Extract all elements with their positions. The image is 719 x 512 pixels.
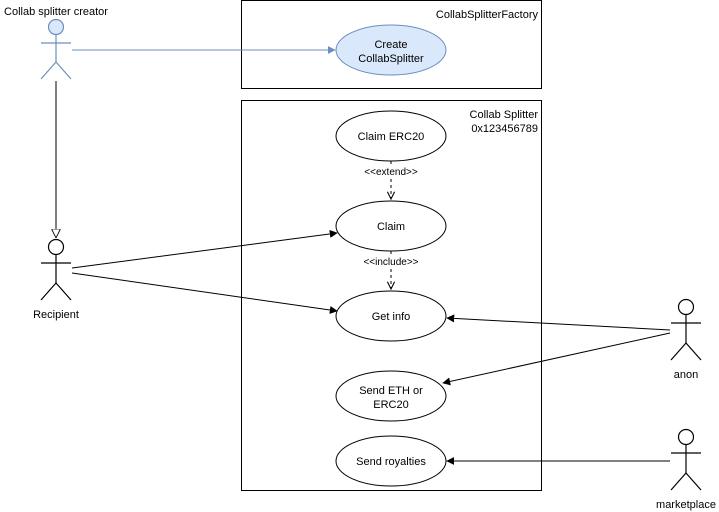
factory-boundary-label: CollabSplitterFactory [436,9,539,21]
use-case-get-info: Get info [335,290,447,342]
include-label: <<include>> [363,257,418,268]
splitter-boundary-address: 0x123456789 [471,123,538,135]
use-case-claim: Claim [335,200,447,252]
recipient-name: Recipient [33,309,79,321]
create-label-line2: CollabSplitter [358,53,424,65]
recipient-to-getinfo-line [71,272,338,314]
connectors [56,46,671,465]
use-case-send-royalties: Send royalties [335,435,447,487]
marketplace-stick-figure-icon [670,428,702,491]
splitter-boundary-label: Collab Splitter [470,109,539,121]
anon-stick-figure-icon [670,298,702,361]
use-case-send-eth: Send ETH or ERC20 [335,370,447,422]
anon-to-sendeth-line [442,332,671,386]
marketplace-name: marketplace [656,499,716,511]
claim-erc20-label: Claim ERC20 [358,131,425,143]
actor-marketplace: marketplace [656,428,716,511]
get-info-label: Get info [372,311,411,323]
send-eth-label-line1: Send ETH or [359,385,423,397]
relation-labels: <<extend>> <<include>> [359,165,423,268]
actor-creator: Collab splitter creator [4,6,108,80]
creator-stick-figure-icon [40,18,72,80]
actor-anon: anon [670,298,702,381]
anon-to-getinfo-line [446,314,671,331]
actor-recipient: Recipient [33,238,79,321]
use-case-create-collabsplitter: Create CollabSplitter [335,24,447,76]
create-label-line1: Create [374,39,407,51]
factory-boundary: CollabSplitterFactory [241,0,542,89]
claim-label: Claim [377,221,405,233]
recipient-stick-figure-icon [40,238,72,301]
recipient-to-claim-line [71,229,338,269]
splitter-boundary: Collab Splitter 0x123456789 [241,100,542,491]
send-royalties-label: Send royalties [356,456,426,468]
use-case-claim-erc20: Claim ERC20 [335,110,447,162]
anon-name: anon [674,369,698,381]
extend-label: <<extend>> [364,167,418,178]
send-eth-label-line2: ERC20 [373,399,408,411]
creator-name: Collab splitter creator [4,6,108,18]
